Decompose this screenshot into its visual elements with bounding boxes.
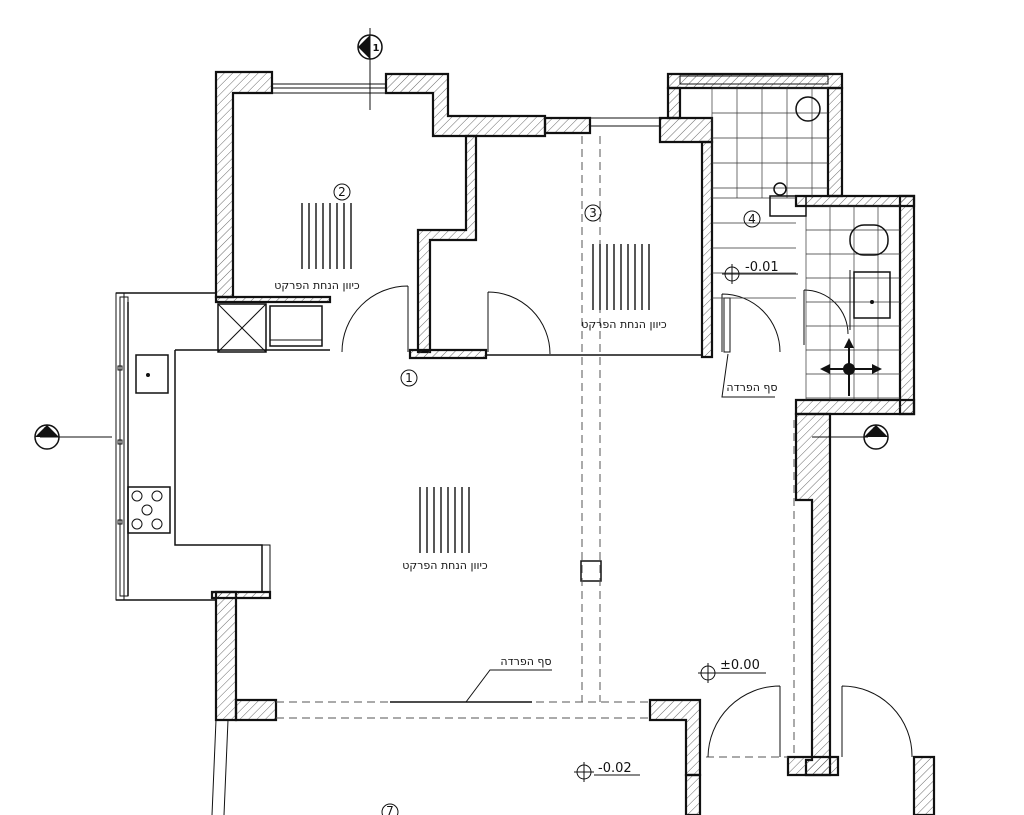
room-number-7: 7	[381, 803, 399, 815]
shower-drain-symbol	[820, 338, 882, 396]
wall-kitchen-top	[214, 295, 332, 304]
wall-wc-south	[794, 398, 916, 416]
bath-fixture-round	[795, 96, 821, 122]
fridge-box	[269, 305, 323, 347]
wall-lower-right	[912, 755, 936, 815]
parquet-mark-room2	[301, 203, 352, 269]
wall-kitchen-bottom	[210, 590, 272, 600]
svg-text:-0.02: -0.02	[598, 761, 632, 776]
wall-east-main	[794, 412, 832, 777]
svg-text:3: 3	[589, 206, 597, 220]
wc-sink	[853, 271, 891, 319]
walls	[210, 70, 936, 815]
wall-room3-ne	[658, 116, 714, 144]
wall-bath-west	[666, 86, 682, 120]
threshold-labels: סף הפרדה סף הפרדה	[465, 353, 778, 703]
svg-text:4: 4	[748, 212, 756, 226]
room-numbers: 1 2 3 4 7	[333, 183, 761, 815]
wall-south-right	[648, 698, 702, 777]
closet-box	[217, 303, 267, 353]
room-number-2: 2	[333, 183, 351, 201]
interior-lines	[117, 136, 795, 815]
wall-west-south	[234, 698, 278, 722]
parquet-label-room2: כיוון הנחת הפרקט	[274, 279, 360, 292]
wall-pier	[416, 134, 478, 354]
bath-tiles	[711, 87, 900, 400]
bath-cabinet	[769, 195, 807, 217]
wall-room3-east	[700, 140, 714, 359]
level-marker-terrace: -0.02	[574, 761, 640, 782]
toilet	[849, 224, 889, 256]
section-marker-north: 1	[357, 28, 383, 110]
section-marker-east: 2	[812, 424, 889, 450]
svg-text:סף הפרדה: סף הפרדה	[500, 655, 551, 668]
wall-room2-east	[384, 72, 547, 138]
threshold-living: סף הפרדה	[465, 655, 552, 703]
svg-text:7: 7	[386, 804, 394, 815]
wall-west-lower	[214, 590, 238, 722]
svg-text:1: 1	[373, 43, 380, 54]
wall-lower-mid	[684, 773, 702, 815]
level-marker-living: ±0.00	[698, 658, 766, 683]
parquet-mark-room1	[419, 487, 470, 553]
wall-door-pier	[786, 755, 840, 777]
svg-text:סף הפרדה: סף הפרדה	[726, 381, 777, 394]
room-number-1: 1	[400, 369, 418, 387]
doors	[341, 285, 913, 758]
svg-text:2: 2	[873, 426, 880, 437]
parquet-label-room3: כיוון הנחת הפרקט	[581, 318, 667, 331]
level-markers: -0.01 ±0.00 -0.02	[574, 260, 798, 782]
parquet-label-room1: כיוון הנחת הפרקט	[402, 559, 488, 572]
wall-bath-east	[826, 86, 844, 198]
section-marker-west: 2	[34, 424, 112, 450]
section-markers: 1 2 2	[34, 28, 889, 450]
wall-room3-south-left	[408, 348, 488, 360]
svg-text:-0.01: -0.01	[745, 260, 779, 275]
parquet-mark-room3	[592, 244, 650, 310]
level-marker-bath: -0.01	[722, 260, 798, 284]
cooktop	[127, 486, 171, 534]
svg-text:±0.00: ±0.00	[720, 658, 760, 673]
windows	[115, 75, 829, 601]
parquet-marks	[301, 203, 650, 553]
svg-text:1: 1	[405, 371, 413, 385]
svg-text:2: 2	[338, 185, 346, 199]
room-number-3: 3	[584, 204, 602, 222]
room-number-4: 4	[743, 210, 761, 228]
wall-wc-north	[794, 194, 916, 208]
svg-text:2: 2	[44, 426, 51, 437]
column	[580, 560, 602, 582]
wall-room2-west	[214, 70, 274, 299]
wall-room3-north	[543, 116, 592, 135]
parquet-labels: כיוון הנחת הפרקט כיוון הנחת הפרקט כיוון …	[274, 279, 667, 572]
wall-wc-east	[898, 194, 916, 416]
kitchen-sink	[135, 354, 169, 394]
bath-tap	[773, 182, 787, 196]
threshold-bath: סף הפרדה	[721, 353, 778, 398]
